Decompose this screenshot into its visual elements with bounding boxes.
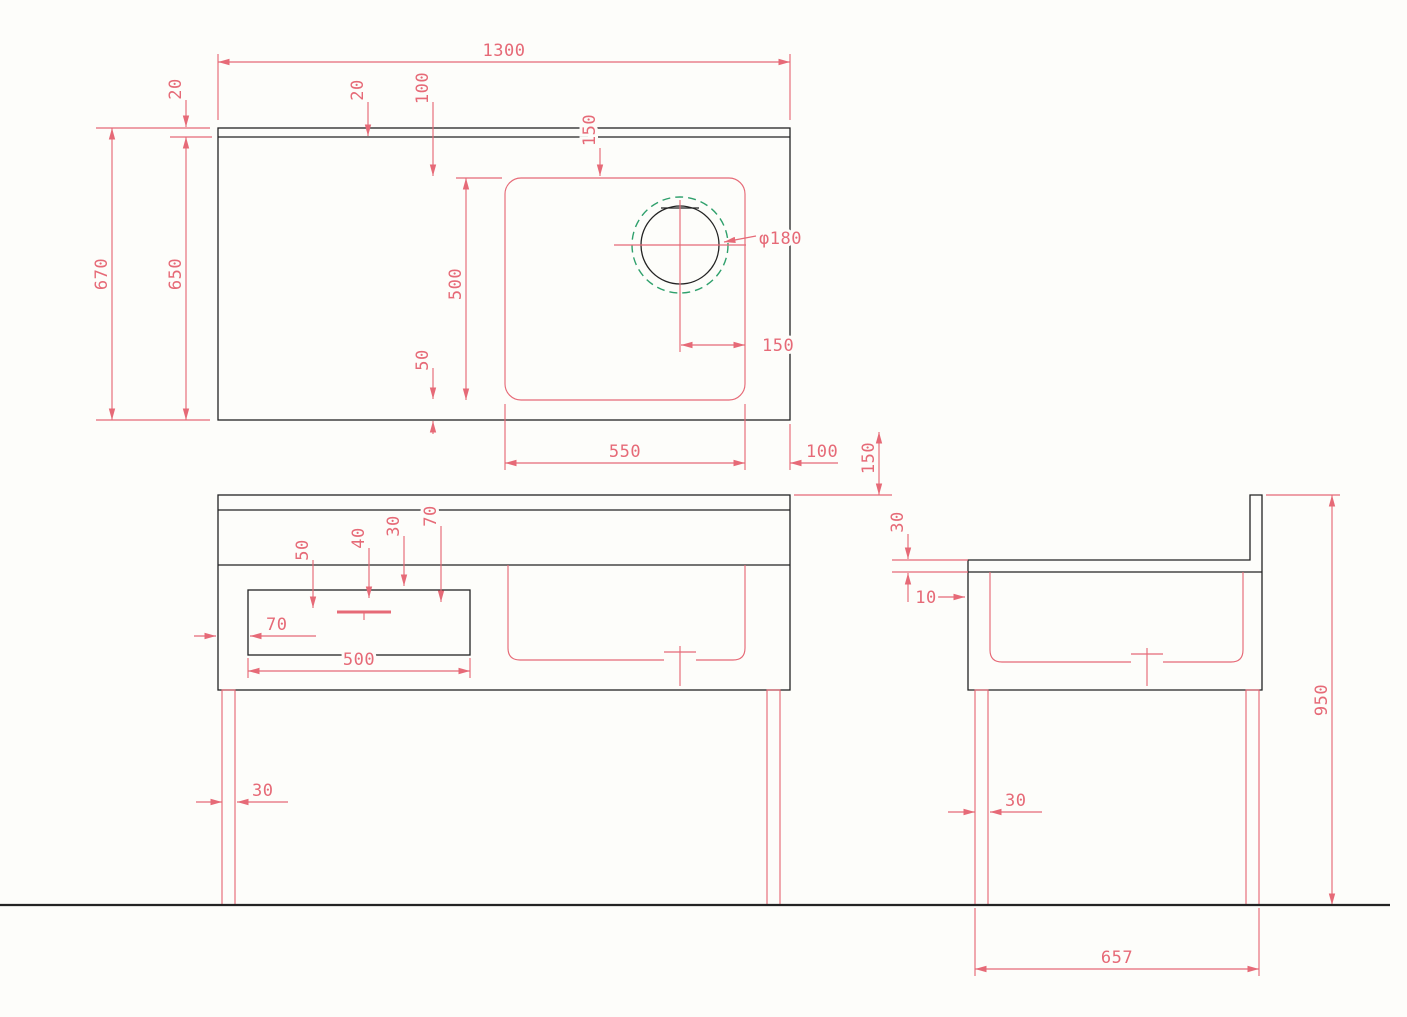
dim-label-f40: 40 — [349, 527, 369, 548]
dim-step-50: 50 — [290, 536, 317, 608]
dim-label-s30: 30 — [888, 511, 908, 532]
dim-drawer-offset: 70 — [194, 612, 316, 640]
dim-label-150s: 150 — [859, 442, 879, 474]
dim-label-100r: 100 — [806, 442, 838, 462]
dim-label-100: 100 — [413, 72, 433, 104]
dim-label-670: 670 — [92, 258, 112, 290]
dim-overall-width: 1300 — [217, 38, 791, 120]
dim-label-20: 20 — [166, 78, 186, 99]
dim-side-leg-width: 30 — [948, 788, 1042, 816]
dim-splash-left: 20 — [163, 75, 190, 127]
dim-hole-diameter: φ180 — [723, 226, 804, 252]
dim-label-f30: 30 — [384, 515, 404, 536]
dim-sink-depth: 500 — [443, 177, 502, 400]
dim-inset-100: 100 — [410, 69, 437, 176]
dim-side-edge-30: 30 — [885, 508, 968, 602]
dim-overall-height: 950 — [1266, 494, 1340, 905]
dim-label-s10: 10 — [915, 588, 936, 608]
dim-label-70off: 70 — [266, 615, 287, 635]
leader-line — [723, 235, 757, 244]
front-sink-hidden-outline — [507, 565, 746, 661]
dim-step-70: 70 — [418, 502, 445, 602]
dim-label-657: 657 — [1101, 948, 1133, 968]
front-leg-right — [766, 689, 781, 906]
side-leg-right — [1245, 689, 1260, 906]
dim-label-550: 550 — [609, 442, 641, 462]
dim-splash-height: 150 — [794, 432, 892, 496]
dim-right-inset: 100 — [789, 424, 841, 470]
dim-front-leg-width: 30 — [196, 778, 288, 806]
side-sink-hidden-outline — [989, 572, 1244, 663]
dim-splash-mid: 20 — [345, 76, 372, 136]
dim-label-dia180: φ180 — [759, 229, 802, 249]
dim-label-50: 50 — [413, 349, 433, 370]
dim-label-fleg30: 30 — [252, 781, 273, 801]
dim-label-650: 650 — [166, 258, 186, 290]
dim-label-f50: 50 — [293, 539, 313, 560]
dim-bottom-50: 50 — [410, 346, 437, 434]
dim-label-sleg30: 30 — [1005, 791, 1026, 811]
side-body-outline — [967, 494, 1263, 691]
dim-sink-width: 550 — [504, 404, 746, 470]
dim-inset-150: 150 — [577, 111, 604, 176]
dim-label-950: 950 — [1312, 684, 1332, 716]
front-leg-left — [221, 689, 236, 906]
dim-label-150t: 150 — [580, 114, 600, 146]
dim-label-f500: 500 — [343, 650, 375, 670]
dim-label-20b: 20 — [348, 79, 368, 100]
front-body-outline — [217, 494, 791, 691]
side-view: 30 10 950 30 657 — [885, 494, 1340, 976]
dim-label-150r: 150 — [762, 336, 794, 356]
dim-overall-depth: 670 — [89, 127, 210, 421]
plan-view: 1300 670 650 20 20 100 — [89, 38, 892, 496]
dim-hole-to-edge: 150 — [681, 333, 797, 359]
dim-label-1300: 1300 — [483, 41, 526, 61]
drawer-outline — [247, 589, 471, 656]
dim-step-40: 40 — [346, 524, 373, 598]
dim-side-wall-10: 10 — [912, 585, 965, 611]
countertop-outline — [217, 127, 791, 421]
dim-side-depth: 657 — [974, 908, 1260, 976]
side-leg-left — [974, 689, 989, 906]
front-view: 50 40 30 70 70 500 — [194, 494, 791, 906]
dim-label-500: 500 — [446, 268, 466, 300]
sink-outline — [504, 177, 746, 401]
dim-step-30: 30 — [381, 512, 408, 586]
dim-inner-depth: 650 — [163, 136, 212, 420]
dim-label-f70: 70 — [421, 505, 441, 526]
dim-drawer-width: 500 — [247, 647, 471, 678]
